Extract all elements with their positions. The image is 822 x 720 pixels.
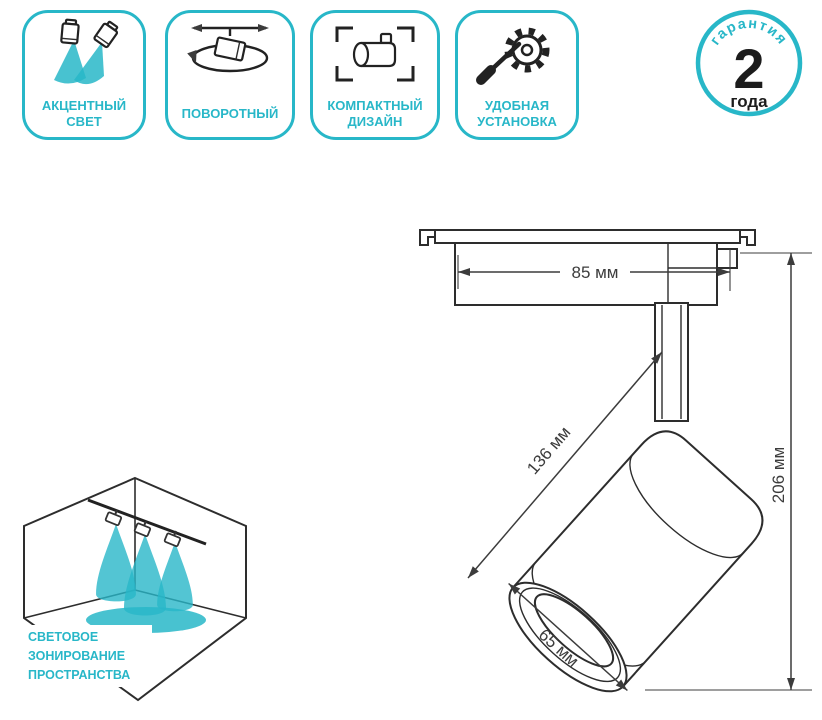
warranty-ring <box>695 9 803 117</box>
zoning-caption-line: ПРОСТРАНСТВА <box>28 667 131 682</box>
badge-label-line: СВЕТ <box>66 114 102 129</box>
badge-label-line: ПОВОРОТНЫЙ <box>181 106 279 122</box>
badge-compact-design-label: КОМПАКТНЫЙ ДИЗАЙН <box>327 95 422 133</box>
light-cones <box>96 524 193 616</box>
track-clip-right <box>739 229 756 246</box>
track-adapter-body <box>454 242 718 306</box>
dim-track-width-label: 85 мм <box>571 263 618 282</box>
warranty-unit: года <box>730 92 768 111</box>
easy-install-icon <box>469 13 565 95</box>
badge-easy-install-label: УДОБНАЯ УСТАНОВКА <box>477 95 557 133</box>
badge-label-line: ДИЗАЙН <box>347 114 403 129</box>
badge-accent-light: АКЦЕНТНЫЙ СВЕТ <box>22 10 146 140</box>
badge-label-line: УДОБНАЯ <box>484 98 550 114</box>
product-diagram: 85 мм 136 мм 65 мм <box>400 205 820 720</box>
zoning-caption-line: ЗОНИРОВАНИЕ <box>28 648 126 663</box>
compact-design-icon <box>327 13 423 95</box>
mini-track <box>87 498 207 546</box>
warranty-badge: гарантия 2 года <box>694 8 804 118</box>
zoning-caption-line: СВЕТОВОЕ <box>28 630 99 644</box>
accent-light-icon <box>36 13 132 95</box>
mini-spotlights <box>104 509 182 548</box>
track-plate <box>434 229 741 244</box>
track-clip-left <box>419 229 436 246</box>
rotatable-icon <box>182 13 278 95</box>
dim-body-length-label: 136 мм <box>523 423 574 478</box>
dim-overall-height-label: 206 мм <box>769 447 788 503</box>
adapter-latch <box>716 248 738 269</box>
badge-label-line: АКЦЕНТНЫЙ <box>41 98 127 114</box>
badge-accent-light-label: АКЦЕНТНЫЙ СВЕТ <box>42 95 126 133</box>
badge-rotatable-label: ПОВОРОТНЫЙ <box>182 95 279 133</box>
badge-rotatable: ПОВОРОТНЫЙ <box>165 10 295 140</box>
badge-easy-install: УДОБНАЯ УСТАНОВКА <box>455 10 579 140</box>
badge-compact-design: КОМПАКТНЫЙ ДИЗАЙН <box>310 10 440 140</box>
badge-label-line: КОМПАКТНЫЙ <box>327 98 423 114</box>
badge-label-line: УСТАНОВКА <box>477 114 557 129</box>
stem <box>654 302 689 422</box>
zoning-caption: СВЕТОВОЕ ЗОНИРОВАНИЕ ПРОСТРАНСТВА <box>26 625 152 688</box>
lamp-opening <box>533 593 615 668</box>
warranty-number: 2 <box>733 37 764 100</box>
